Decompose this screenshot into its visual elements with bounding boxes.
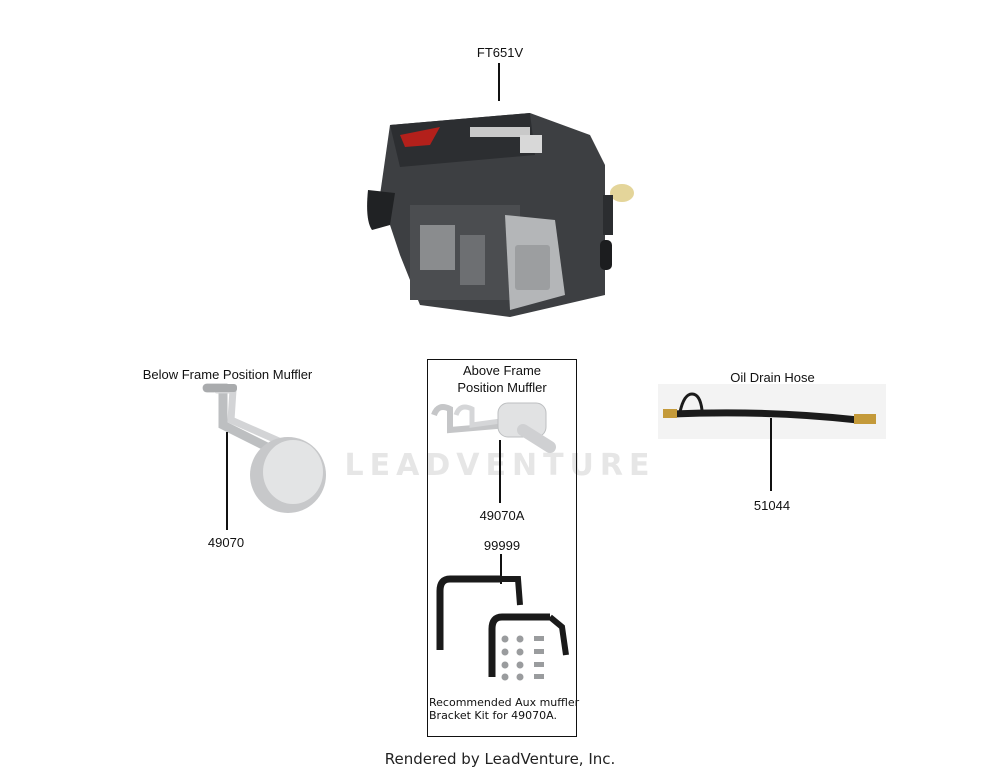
above-frame-muffler-illustration[interactable] — [428, 395, 576, 465]
above-frame-muffler-title-line2: Position Muffler — [457, 380, 547, 395]
bracket-kit-part-number[interactable]: 99999 — [483, 538, 521, 553]
above-frame-muffler-title-line1: Above Frame — [462, 363, 542, 378]
bracket-kit-note-line2: Bracket Kit for 49070A. — [429, 709, 557, 722]
engine-leader-line — [498, 63, 500, 101]
bracket-kit-leader-line — [500, 554, 502, 584]
below-frame-muffler-title: Below Frame Position Muffler — [142, 367, 313, 382]
oil-drain-leader-line — [770, 418, 772, 491]
oil-drain-hose-illustration[interactable] — [658, 384, 886, 439]
bracket-kit-note-line1: Recommended Aux muffler — [429, 696, 580, 709]
above-frame-leader-line — [499, 440, 501, 503]
leadventure-watermark: LEADVENTURE — [344, 448, 656, 483]
footer-credit: Rendered by LeadVenture, Inc. — [384, 750, 616, 768]
below-frame-part-number[interactable]: 49070 — [207, 535, 245, 550]
below-frame-leader-line — [226, 432, 228, 530]
above-frame-part-number[interactable]: 49070A — [479, 508, 525, 523]
engine-part-number[interactable]: FT651V — [476, 45, 524, 60]
oil-drain-hose-title: Oil Drain Hose — [730, 370, 815, 385]
engine-illustration[interactable] — [360, 105, 640, 330]
above-frame-kit-box — [427, 359, 577, 737]
bracket-kit-illustration[interactable] — [430, 565, 575, 690]
below-frame-muffler-illustration[interactable] — [195, 380, 335, 520]
oil-drain-hose-part-number[interactable]: 51044 — [753, 498, 791, 513]
